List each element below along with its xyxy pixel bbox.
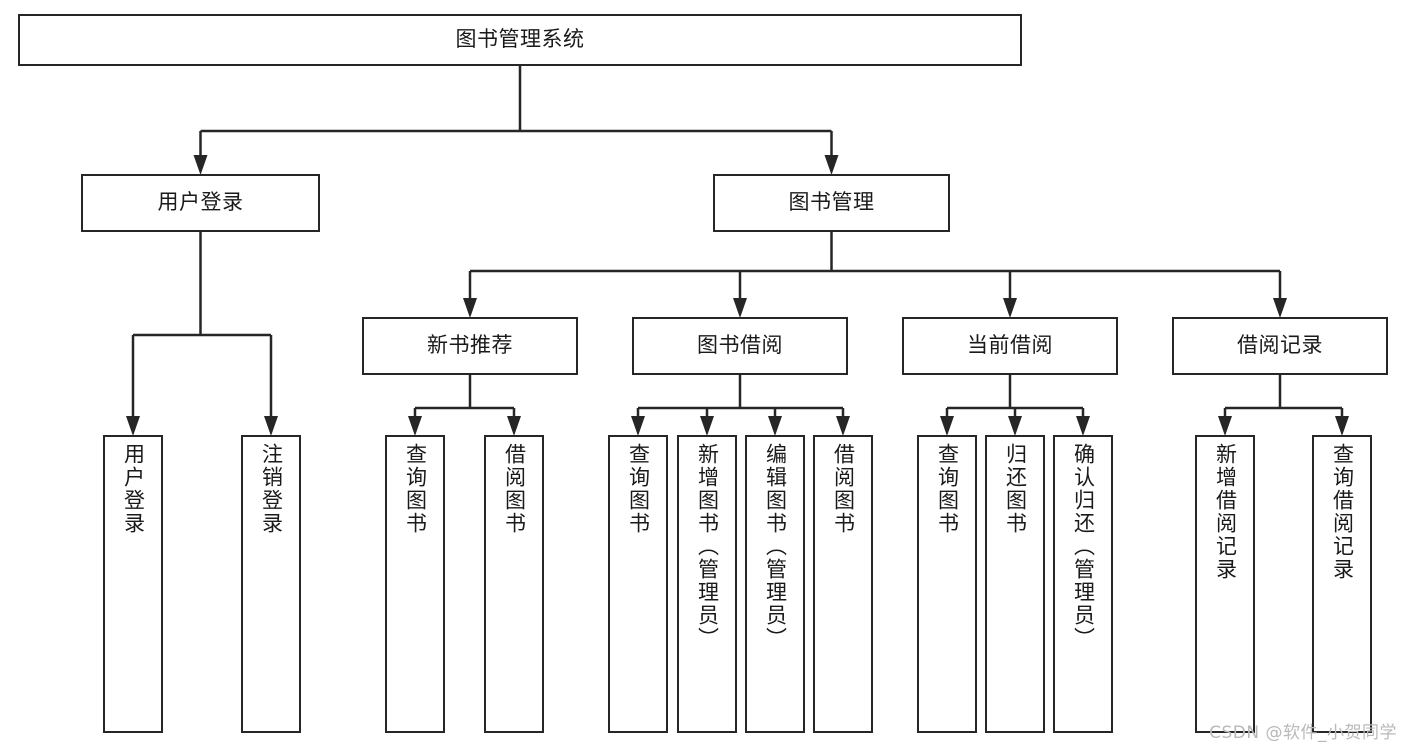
node-leaf-cb-query[interactable]: 查询图书 bbox=[917, 435, 977, 733]
node-label: 借阅图书 bbox=[502, 443, 527, 535]
arrowhead-borrow-record bbox=[1273, 298, 1287, 318]
node-borrow-record[interactable]: 借阅记录 bbox=[1172, 317, 1388, 375]
node-label: 新书推荐 bbox=[427, 333, 513, 358]
arrowhead-new-book-rec bbox=[463, 298, 477, 318]
node-leaf-bb-query[interactable]: 查询图书 bbox=[608, 435, 668, 733]
arrowhead-leaf-bb-edit bbox=[768, 416, 782, 436]
node-label: 查询图书 bbox=[935, 443, 960, 535]
node-label: 归还图书 bbox=[1003, 443, 1028, 535]
arrowhead-book-borrow bbox=[733, 298, 747, 318]
node-leaf-rec-query[interactable]: 查询图书 bbox=[385, 435, 445, 733]
node-label: 查询图书 bbox=[403, 443, 428, 535]
node-book-borrow[interactable]: 图书借阅 bbox=[632, 317, 848, 375]
arrowhead-leaf-cb-confirm bbox=[1076, 416, 1090, 436]
arrowhead-leaf-cb-query bbox=[940, 416, 954, 436]
arrowhead-leaf-cb-return bbox=[1008, 416, 1022, 436]
node-label: 图书管理 bbox=[788, 190, 875, 215]
arrowhead-leaf-bb-borrow bbox=[836, 416, 850, 436]
node-leaf-user-login[interactable]: 用户登录 bbox=[103, 435, 163, 733]
arrowhead-leaf-br-add bbox=[1218, 416, 1232, 436]
node-label: 用户登录 bbox=[157, 190, 244, 215]
node-leaf-br-add[interactable]: 新增借阅记录 bbox=[1195, 435, 1255, 733]
arrowhead-current-borrow bbox=[1003, 298, 1017, 318]
node-leaf-bb-add[interactable]: 新增图书（管理员） bbox=[677, 435, 737, 733]
arrowhead-leaf-br-query bbox=[1335, 416, 1349, 436]
arrowhead-leaf-bb-query bbox=[631, 416, 645, 436]
node-label: 编辑图书（管理员） bbox=[763, 443, 788, 650]
watermark: CSDN @软件_小贺同学 bbox=[1209, 723, 1397, 743]
node-label: 图书借阅 bbox=[697, 333, 783, 358]
arrowhead-leaf-user-logout bbox=[264, 416, 278, 436]
node-leaf-cb-confirm[interactable]: 确认归还（管理员） bbox=[1053, 435, 1113, 733]
arrowhead-user-login bbox=[193, 155, 208, 175]
arrowhead-book-manage bbox=[824, 155, 839, 175]
arrowhead-leaf-rec-query bbox=[408, 416, 422, 436]
arrowhead-leaf-user-login bbox=[126, 416, 140, 436]
node-label: 注销登录 bbox=[259, 443, 284, 535]
arrowhead-leaf-bb-add bbox=[700, 416, 714, 436]
node-leaf-user-logout[interactable]: 注销登录 bbox=[241, 435, 301, 733]
node-leaf-rec-borrow[interactable]: 借阅图书 bbox=[484, 435, 544, 733]
arrowhead-leaf-rec-borrow bbox=[507, 416, 521, 436]
node-current-borrow[interactable]: 当前借阅 bbox=[902, 317, 1118, 375]
node-leaf-bb-borrow[interactable]: 借阅图书 bbox=[813, 435, 873, 733]
node-label: 图书管理系统 bbox=[455, 27, 585, 52]
node-book-manage[interactable]: 图书管理 bbox=[713, 174, 950, 232]
node-root[interactable]: 图书管理系统 bbox=[18, 14, 1022, 66]
node-label: 新增图书（管理员） bbox=[695, 443, 720, 650]
node-label: 新增借阅记录 bbox=[1213, 443, 1238, 581]
node-label: 查询图书 bbox=[626, 443, 651, 535]
node-new-book-rec[interactable]: 新书推荐 bbox=[362, 317, 578, 375]
node-leaf-br-query[interactable]: 查询借阅记录 bbox=[1312, 435, 1372, 733]
node-user-login[interactable]: 用户登录 bbox=[81, 174, 320, 232]
node-label: 当前借阅 bbox=[967, 333, 1053, 358]
node-label: 查询借阅记录 bbox=[1330, 443, 1355, 581]
node-leaf-cb-return[interactable]: 归还图书 bbox=[985, 435, 1045, 733]
node-label: 借阅记录 bbox=[1237, 333, 1323, 358]
node-label: 借阅图书 bbox=[831, 443, 856, 535]
node-label: 确认归还（管理员） bbox=[1071, 443, 1096, 650]
node-leaf-bb-edit[interactable]: 编辑图书（管理员） bbox=[745, 435, 805, 733]
node-label: 用户登录 bbox=[121, 443, 146, 535]
